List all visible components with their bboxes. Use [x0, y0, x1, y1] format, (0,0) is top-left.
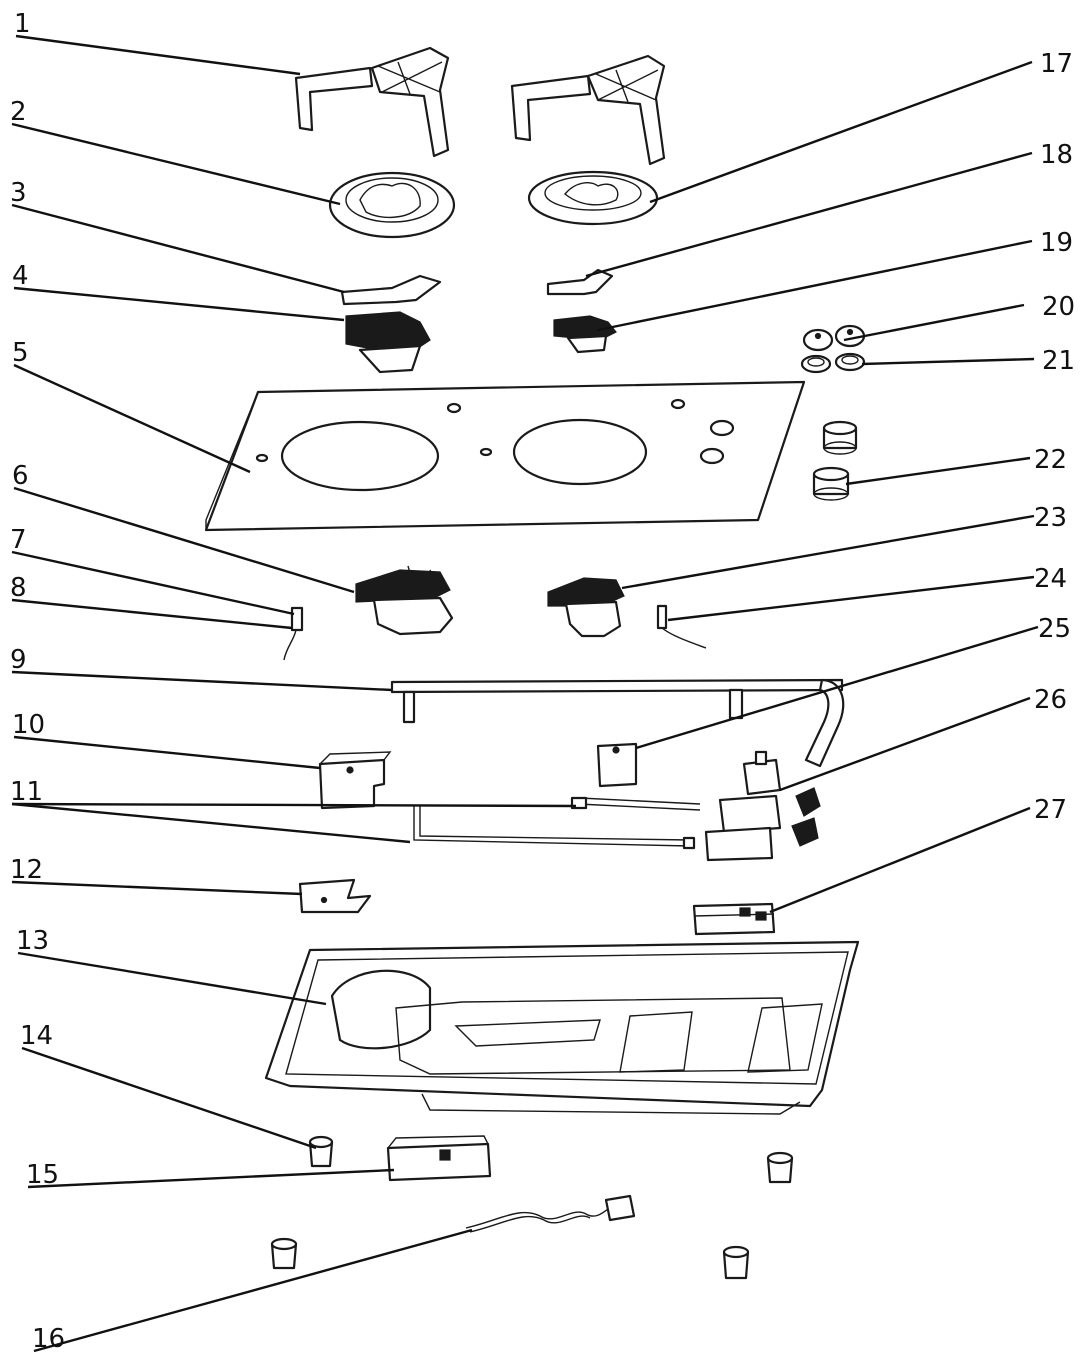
- callout-18: 18: [1040, 140, 1073, 170]
- pan-support-left: [294, 46, 450, 158]
- burner-cap-right: [527, 170, 659, 226]
- callout-11: 11: [10, 777, 43, 807]
- electrode-left: [283, 606, 304, 661]
- callout-22: 22: [1034, 445, 1067, 475]
- callout-24: 24: [1034, 564, 1067, 594]
- leader-lines: [11, 34, 1039, 1353]
- bracket-right: [596, 742, 638, 788]
- callout-12: 12: [10, 855, 43, 885]
- callout-labels: 1 2 3 4 5 6 7 8 9 10 11 12 13 14 15 16 1…: [10, 9, 1075, 1354]
- burner-head-right: [553, 315, 617, 354]
- control-knobs: [812, 420, 858, 501]
- callout-7: 7: [10, 525, 27, 555]
- callout-2: 2: [10, 97, 27, 127]
- bottom-housing: [264, 940, 860, 1115]
- callout-20: 20: [1042, 292, 1075, 322]
- burner-body-right: [547, 577, 625, 638]
- callout-26: 26: [1034, 685, 1067, 715]
- knob-bezels: [800, 352, 866, 374]
- callout-9: 9: [10, 645, 27, 675]
- burner-body-left: [355, 565, 454, 636]
- callout-13: 13: [16, 926, 49, 956]
- glass-top-plate: [204, 380, 806, 532]
- callout-8: 8: [10, 573, 27, 603]
- rubber-feet: [270, 1135, 794, 1280]
- callout-3: 3: [10, 178, 27, 208]
- knob-caps: [802, 324, 866, 352]
- pan-support-right: [510, 54, 666, 166]
- callout-14: 14: [20, 1021, 53, 1051]
- electrode-right: [656, 604, 707, 649]
- callout-16: 16: [32, 1324, 65, 1354]
- callout-4: 4: [12, 261, 29, 291]
- bracket-left: [318, 751, 392, 810]
- burner-head-left: [345, 311, 431, 374]
- power-cable: [465, 1194, 636, 1233]
- callout-17: 17: [1040, 49, 1073, 79]
- front-frame-bar: [390, 678, 845, 768]
- small-bracket: [298, 878, 372, 914]
- gas-pipes: [413, 796, 701, 850]
- callout-21: 21: [1042, 346, 1075, 376]
- callout-19: 19: [1040, 228, 1073, 258]
- gas-valve-assembly: [704, 750, 821, 862]
- callout-27: 27: [1034, 795, 1067, 825]
- flame-spreader-left: [340, 274, 442, 306]
- flame-spreader-right: [546, 268, 614, 296]
- ignition-module: [692, 902, 776, 936]
- burner-cap-left: [328, 171, 456, 239]
- callout-5: 5: [12, 338, 29, 368]
- battery-box: [386, 1135, 492, 1182]
- callout-6: 6: [12, 461, 29, 491]
- callout-15: 15: [26, 1160, 59, 1190]
- callout-1: 1: [14, 9, 31, 39]
- callout-25: 25: [1038, 614, 1071, 644]
- callout-10: 10: [12, 710, 45, 740]
- callout-23: 23: [1034, 503, 1067, 533]
